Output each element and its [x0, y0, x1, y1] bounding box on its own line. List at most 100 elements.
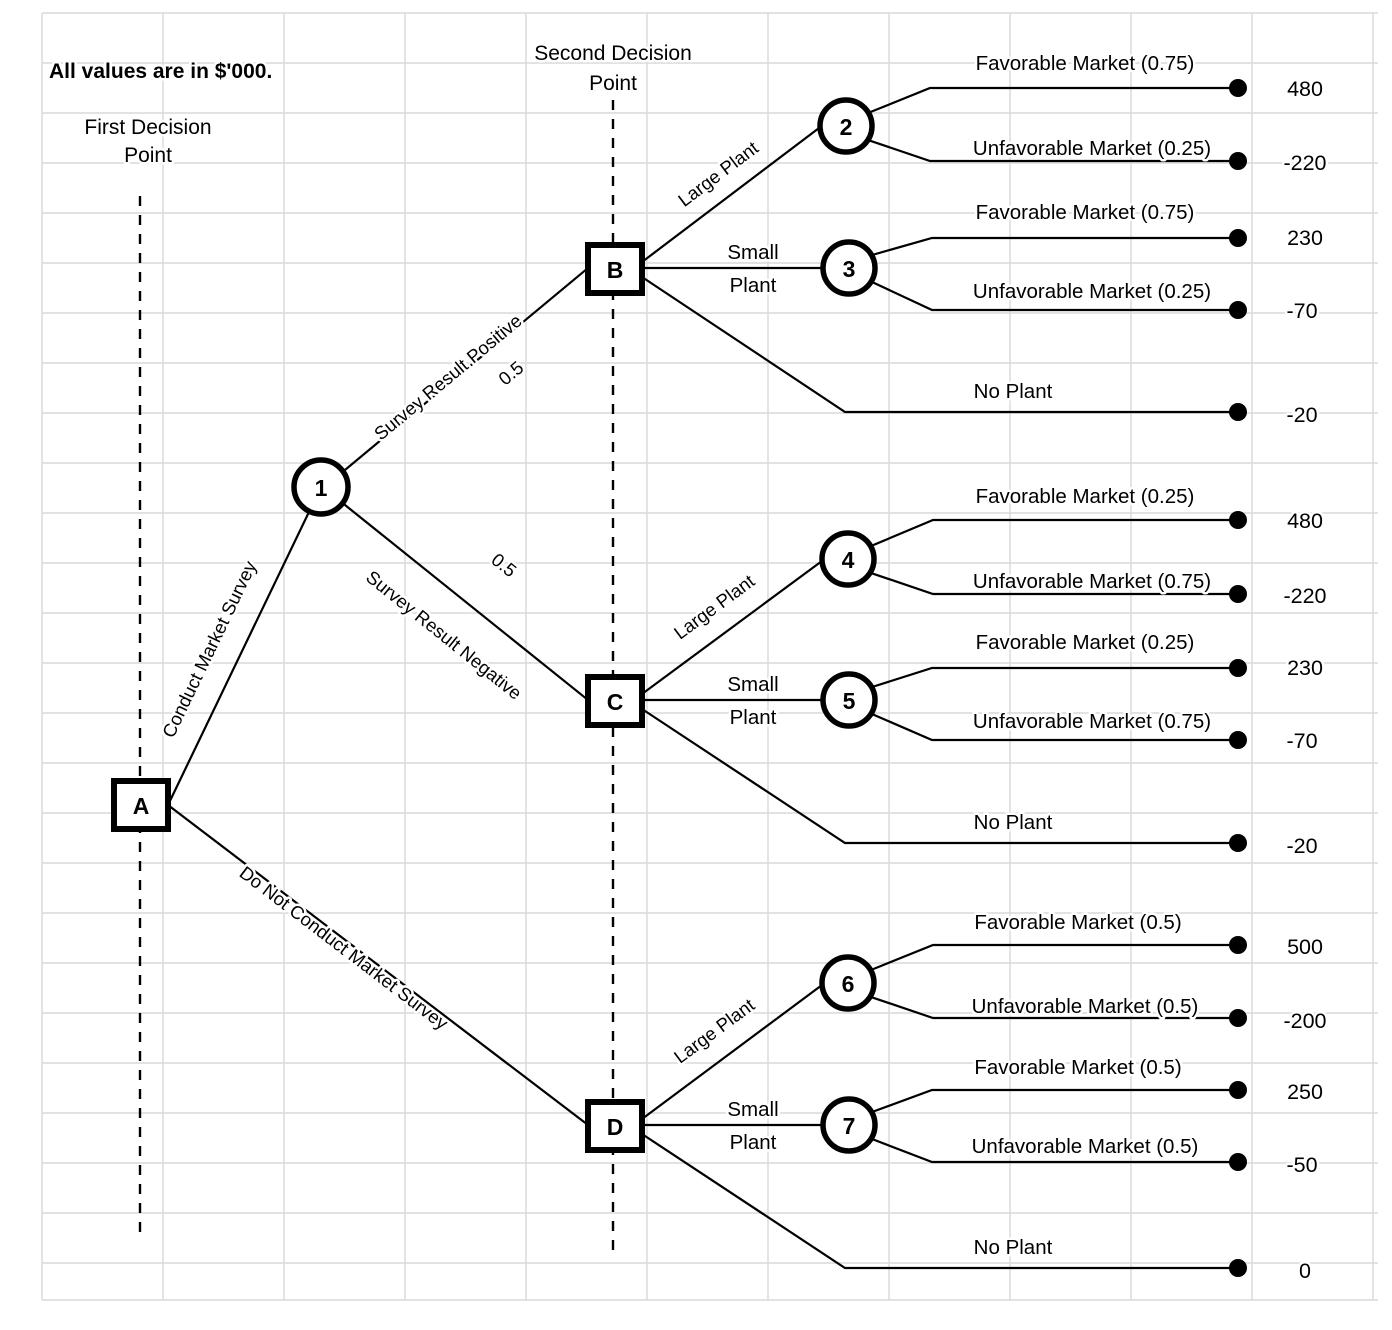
chance-node-3[interactable]: 3	[820, 239, 878, 297]
branch-n5-favorable[interactable]	[870, 666, 1235, 689]
branch-n3-unfavorable[interactable]	[870, 280, 1235, 312]
decision-node-c[interactable]: C	[585, 674, 645, 728]
outcome-value-c4-unfavorable: -220	[1283, 584, 1326, 608]
outcome-value-c4-favorable: 480	[1287, 509, 1323, 533]
branch-b-no-plant[interactable]	[640, 275, 1235, 414]
branch-n4-favorable[interactable]	[869, 518, 1235, 548]
first-decision-point-label-line1: First Decision	[84, 116, 211, 139]
terminal-dot	[1229, 659, 1247, 677]
outcome-value-c5-favorable: 230	[1287, 656, 1323, 680]
branch-label-b-small-plant-line2: Plant	[730, 274, 777, 297]
terminal-dot	[1229, 301, 1247, 319]
terminal-dot	[1229, 1153, 1247, 1171]
branch-n6-favorable[interactable]	[869, 943, 1235, 972]
second-decision-point-label-line2: Point	[589, 72, 637, 95]
branch-n4-unfavorable[interactable]	[869, 571, 1235, 596]
branch-n2-unfavorable[interactable]	[866, 138, 1235, 163]
outcome-label-c4-favorable: Favorable Market (0.25)	[976, 485, 1195, 508]
chance-node-6-label: 6	[842, 971, 855, 997]
chance-node-4[interactable]: 4	[819, 530, 877, 588]
branch-label-survey-result-negative: Survey Result Negative	[362, 566, 526, 703]
units-note: All values are in $'000.	[49, 60, 272, 83]
branch-c-no-plant[interactable]	[640, 707, 1235, 845]
branch-survey-result-positive[interactable]	[343, 266, 590, 472]
chance-node-5-label: 5	[843, 688, 856, 714]
chance-node-2[interactable]: 2	[817, 97, 875, 155]
decision-node-a[interactable]: A	[111, 778, 171, 832]
branch-label-d-large-plant: Large Plant	[670, 994, 759, 1067]
branch-label-do-not-conduct-market-survey: Do Not Conduct Market Survey	[236, 862, 453, 1034]
outcome-label-c5-unfavorable: Unfavorable Market (0.75)	[973, 710, 1211, 733]
branch-c-large-plant[interactable]	[640, 556, 828, 696]
chance-node-7-label: 7	[843, 1113, 856, 1139]
outcome-value-b3-favorable: 230	[1287, 226, 1323, 250]
branch-label-b-small-plant-line1: Small	[727, 241, 778, 264]
branch-do-not-conduct-market-survey[interactable]	[166, 803, 590, 1127]
outcome-label-d6-unfavorable: Unfavorable Market (0.5)	[972, 995, 1199, 1018]
outcome-label-b-no-plant: No Plant	[974, 380, 1053, 403]
decision-node-b[interactable]: B	[585, 242, 645, 296]
outcome-label-d6-favorable: Favorable Market (0.5)	[974, 911, 1181, 934]
branch-label-c-large-plant: Large Plant	[670, 570, 759, 643]
outcome-value-d-no-plant: 0	[1299, 1259, 1311, 1283]
terminal-dot	[1229, 511, 1247, 529]
outcome-value-b3-unfavorable: -70	[1286, 299, 1317, 323]
chance-node-5[interactable]: 5	[820, 671, 878, 729]
decision-node-d-label: D	[607, 1114, 624, 1140]
outcome-value-b-no-plant: -20	[1286, 403, 1317, 427]
branch-conduct-market-survey[interactable]	[166, 485, 323, 807]
outcome-value-b2-favorable: 480	[1287, 77, 1323, 101]
branch-prob-survey-result-negative: 0.5	[487, 549, 520, 581]
outcome-value-b2-unfavorable: -220	[1283, 151, 1326, 175]
branch-label-c-small-plant-line2: Plant	[730, 706, 777, 729]
chance-node-4-label: 4	[842, 547, 855, 573]
outcome-label-d7-favorable: Favorable Market (0.5)	[974, 1056, 1181, 1079]
terminal-dot	[1229, 1081, 1247, 1099]
second-decision-point-label-line1: Second Decision	[534, 42, 692, 65]
terminal-dot	[1229, 1259, 1247, 1277]
outcome-label-b3-unfavorable: Unfavorable Market (0.25)	[973, 280, 1211, 303]
chance-node-3-label: 3	[843, 256, 856, 282]
chance-node-1[interactable]: 1	[291, 457, 351, 517]
chance-node-2-label: 2	[840, 114, 853, 140]
branch-b-large-plant[interactable]	[640, 123, 825, 264]
branch-n3-favorable[interactable]	[870, 236, 1235, 257]
outcome-label-d-no-plant: No Plant	[974, 1236, 1053, 1259]
terminal-dot	[1229, 936, 1247, 954]
outcome-value-d7-unfavorable: -50	[1286, 1153, 1317, 1177]
terminal-dot	[1229, 585, 1247, 603]
chance-node-6[interactable]: 6	[819, 954, 877, 1012]
outcome-value-c-no-plant: -20	[1286, 834, 1317, 858]
branch-d-no-plant[interactable]	[640, 1132, 1235, 1270]
terminal-dot	[1229, 152, 1247, 170]
terminal-dot	[1229, 79, 1247, 97]
decision-node-b-label: B	[607, 257, 624, 283]
branch-n6-unfavorable[interactable]	[869, 995, 1235, 1020]
outcome-value-d6-favorable: 500	[1287, 935, 1323, 959]
chance-node-1-label: 1	[315, 475, 328, 501]
decision-node-a-label: A	[133, 793, 150, 819]
branch-n5-unfavorable[interactable]	[870, 712, 1235, 742]
branch-survey-result-negative[interactable]	[343, 503, 590, 702]
outcome-value-d6-unfavorable: -200	[1283, 1009, 1326, 1033]
terminal-dot	[1229, 403, 1247, 421]
terminal-dot	[1229, 731, 1247, 749]
terminal-dot	[1229, 834, 1247, 852]
outcome-label-d7-unfavorable: Unfavorable Market (0.5)	[972, 1135, 1199, 1158]
outcome-label-c-no-plant: No Plant	[974, 811, 1053, 834]
decision-node-d[interactable]: D	[585, 1099, 645, 1153]
outcome-label-c5-favorable: Favorable Market (0.25)	[976, 631, 1195, 654]
outcome-value-c5-unfavorable: -70	[1286, 729, 1317, 753]
branch-n7-unfavorable[interactable]	[870, 1137, 1235, 1164]
branch-n7-favorable[interactable]	[870, 1088, 1235, 1114]
chance-node-7[interactable]: 7	[820, 1096, 878, 1154]
outcome-value-d7-favorable: 250	[1287, 1080, 1323, 1104]
outcome-label-b3-favorable: Favorable Market (0.75)	[976, 201, 1195, 224]
branch-label-d-small-plant-line1: Small	[727, 1098, 778, 1121]
outcome-label-b2-unfavorable: Unfavorable Market (0.25)	[973, 137, 1211, 160]
outcome-label-b2-favorable: Favorable Market (0.75)	[976, 52, 1195, 75]
branch-d-large-plant[interactable]	[640, 980, 828, 1121]
branch-n2-favorable[interactable]	[866, 86, 1235, 115]
terminal-dot	[1229, 229, 1247, 247]
